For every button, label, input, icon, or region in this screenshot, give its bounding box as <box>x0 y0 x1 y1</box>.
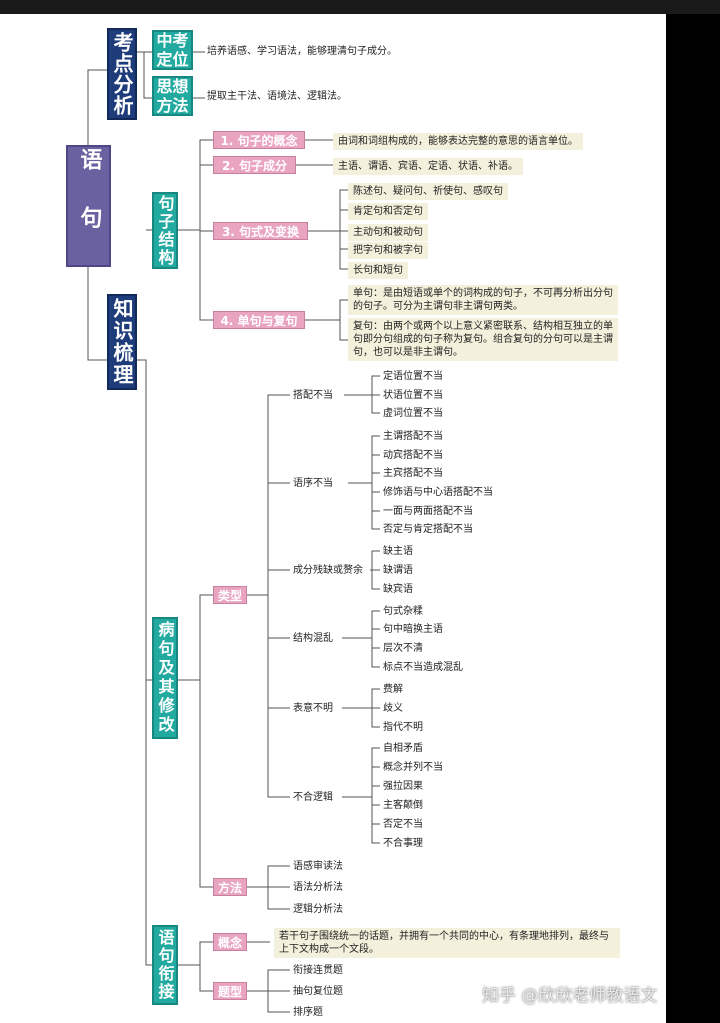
analysis-node: 考点分析 <box>107 28 137 120</box>
question-type-item: 抽句复位题 <box>293 986 343 997</box>
group-item: 一面与两面搭配不当 <box>383 506 473 517</box>
cohesion-concept-label: 概念 <box>213 933 247 951</box>
group-item: 否定不当 <box>383 819 423 830</box>
group-item: 主客颠倒 <box>383 800 423 811</box>
group-item: 修饰语与中心语搭配不当 <box>383 487 493 498</box>
watermark: 知乎 @欣欣老师教语文 <box>482 986 658 1006</box>
pattern-item: 肯定句和否定句 <box>348 203 428 220</box>
group-item: 标点不当造成混乱 <box>383 662 463 673</box>
question-types-label: 题型 <box>213 982 247 1000</box>
method-item: 逻辑分析法 <box>293 904 343 915</box>
group-item: 费解 <box>383 684 403 695</box>
group-item: 定语位置不当 <box>383 371 443 382</box>
group-item: 不合事理 <box>383 838 423 849</box>
method-node: 思想方法 <box>152 76 193 116</box>
group-item: 缺主语 <box>383 546 413 557</box>
group-item: 主谓搭配不当 <box>383 431 443 442</box>
group-item: 指代不明 <box>383 722 423 733</box>
group-label: 结构混乱 <box>293 633 333 644</box>
cohesion-node: 语句衔接 <box>152 925 178 1005</box>
pattern-item: 长句和短句 <box>348 262 408 279</box>
simple-sentence-text: 单句：是由短语或单个的词构成的句子，不可再分析出分句的句子。可分为主谓句非主谓句… <box>348 285 618 315</box>
group-item: 状语位置不当 <box>383 390 443 401</box>
group-label: 表意不明 <box>293 703 333 714</box>
sentence-structure-node: 句子结构 <box>152 192 178 269</box>
methods-label: 方法 <box>213 878 247 896</box>
top-strip <box>0 0 720 14</box>
method-text: 提取主干法、语境法、逻辑法。 <box>207 91 347 102</box>
group-item: 否定与肯定搭配不当 <box>383 524 473 535</box>
sentence-components-label: 2. 句子成分 <box>213 156 296 174</box>
group-item: 虚词位置不当 <box>383 408 443 419</box>
group-label: 语序不当 <box>293 478 333 489</box>
method-item: 语法分析法 <box>293 882 343 893</box>
group-item: 缺宾语 <box>383 584 413 595</box>
exam-position-text: 培养语感、学习语法，能够理清句子成分。 <box>207 46 397 57</box>
method-item: 语感审读法 <box>293 861 343 872</box>
sentence-components-text: 主语、谓语、宾语、定语、状语、补语。 <box>333 158 523 175</box>
group-item: 强拉因果 <box>383 781 423 792</box>
simple-complex-label: 4. 单句与复句 <box>213 311 305 329</box>
exam-position-node: 中考定位 <box>152 30 193 70</box>
group-item: 层次不清 <box>383 643 423 654</box>
pattern-item: 主动句和被动句 <box>348 224 428 241</box>
group-label: 成分残缺或赘余 <box>293 565 363 576</box>
group-item: 动宾搭配不当 <box>383 450 443 461</box>
group-item: 缺谓语 <box>383 565 413 576</box>
sentence-concept-text: 由词和词组构成的，能够表达完整的意思的语言单位。 <box>333 133 583 150</box>
faulty-sentence-node: 病句及其修改 <box>152 617 178 739</box>
group-label: 不合逻辑 <box>293 792 333 803</box>
group-item: 句中暗换主语 <box>383 624 443 635</box>
mind-map-sheet <box>0 14 666 1023</box>
group-item: 概念并列不当 <box>383 762 443 773</box>
group-label: 搭配不当 <box>293 390 333 401</box>
pattern-item: 把字句和被字句 <box>348 242 428 259</box>
types-label: 类型 <box>213 586 247 604</box>
sentence-patterns-label: 3. 句式及变换 <box>213 222 308 240</box>
complex-sentence-text: 复句：由两个或两个以上意义紧密联系、结构相互独立的单句即分句组成的句子称为复句。… <box>348 318 618 361</box>
pattern-item: 陈述句、疑问句、祈使句、感叹句 <box>348 183 508 200</box>
root-node: 语句 <box>66 145 111 267</box>
group-item: 歧义 <box>383 703 403 714</box>
cohesion-concept-text: 若干句子围绕统一的话题，并拥有一个共同的中心，有条理地排列，最终与上下文构成一个… <box>274 928 620 958</box>
group-item: 句式杂糅 <box>383 606 423 617</box>
right-black-bar <box>666 14 720 1023</box>
group-item: 主宾搭配不当 <box>383 468 443 479</box>
sentence-concept-label: 1. 句子的概念 <box>213 131 305 149</box>
group-item: 自相矛盾 <box>383 743 423 754</box>
question-type-item: 衔接连贯题 <box>293 965 343 976</box>
knowledge-node: 知识梳理 <box>107 294 137 390</box>
question-type-item: 排序题 <box>293 1007 323 1018</box>
